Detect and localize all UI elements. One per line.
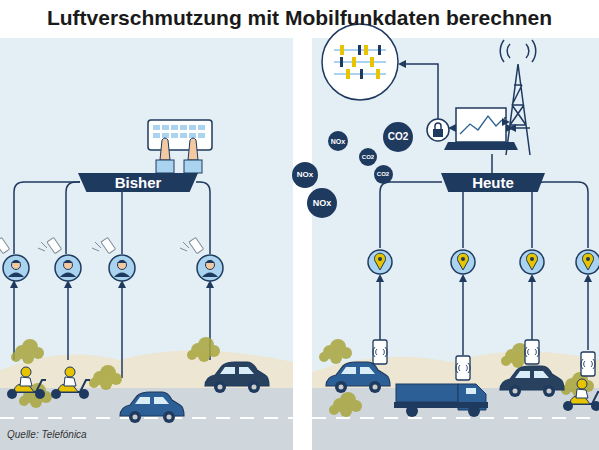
pollutant-circle: CO2: [374, 165, 393, 184]
pollutant-label: CO2: [362, 154, 374, 160]
title: Luftverschmutzung mit Mobilfunkdaten ber…: [0, 6, 599, 30]
pollutant-circle: NOx: [292, 162, 318, 188]
band-outline: [78, 173, 198, 192]
pollutant-label: CO2: [388, 132, 409, 142]
pollutant-label: NOx: [331, 138, 345, 145]
caption: Quelle: Telefónica: [5, 429, 89, 440]
pollutant-label: CO2: [377, 171, 389, 177]
pollutant-circle: CO2: [383, 122, 413, 152]
pollutant-label: NOx: [313, 199, 332, 208]
pollutant-circle: NOx: [307, 188, 337, 218]
period-band: Bisher: [78, 173, 198, 192]
pollutant-label: NOx: [297, 171, 313, 179]
band-label: Bisher: [115, 175, 162, 190]
band-label: Heute: [472, 175, 514, 190]
band-outline: [441, 173, 545, 192]
period-band: Heute: [441, 173, 545, 192]
